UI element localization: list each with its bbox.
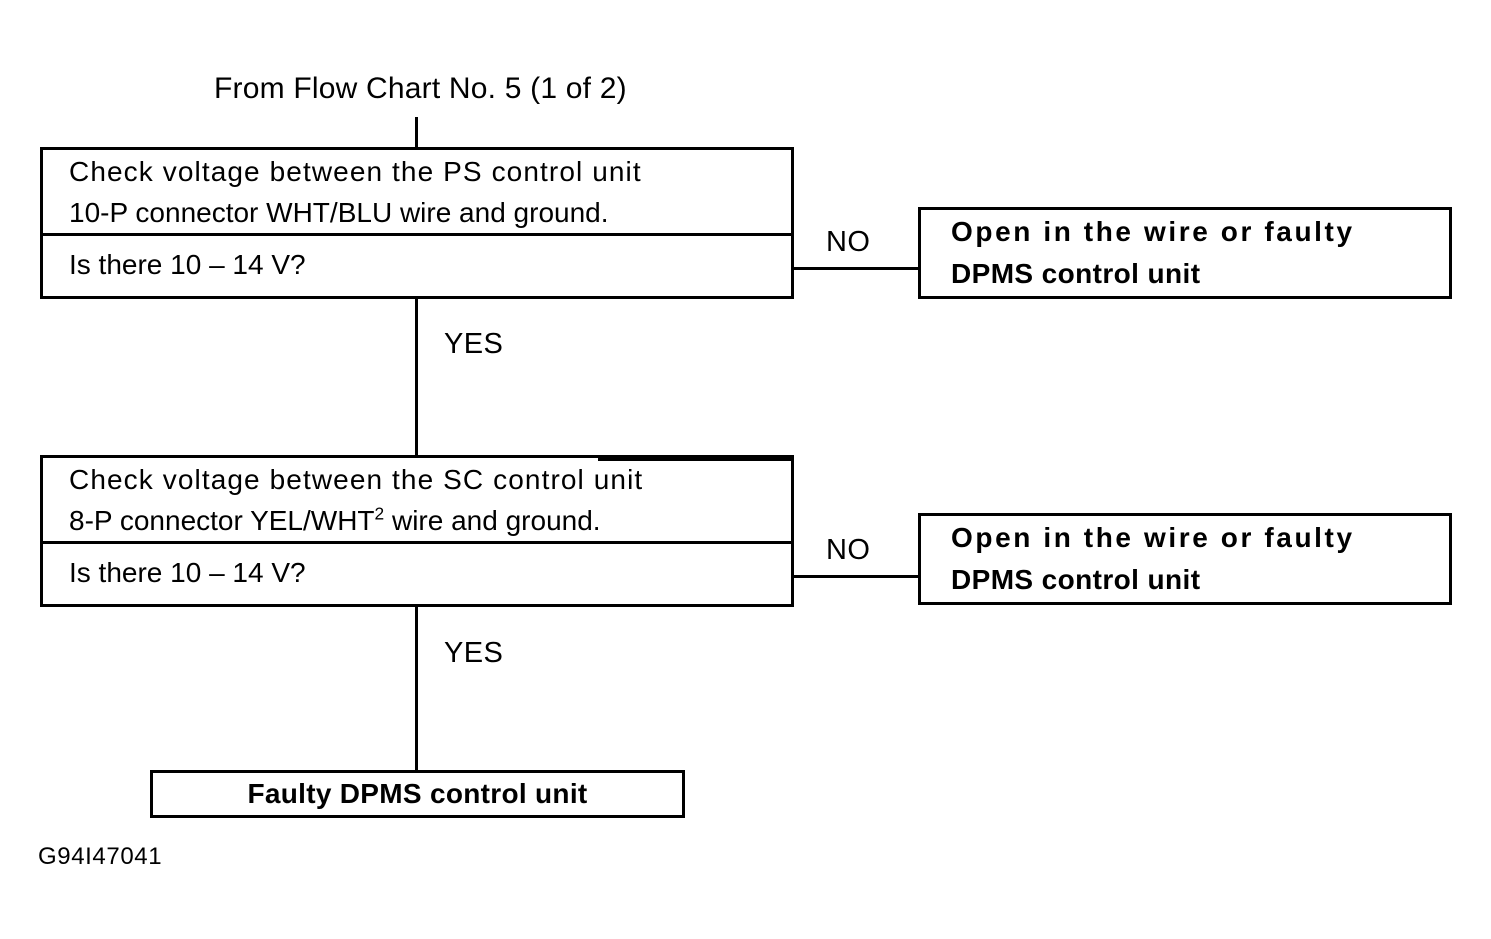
- decision-2-prompt-line-2-pre: 8-P connector YEL/WHT: [69, 504, 375, 536]
- outcome-2-line-1: Open in the wire or faulty: [951, 522, 1355, 553]
- decision-1-prompt: Check voltage between the PS control uni…: [43, 150, 791, 236]
- outcome-box-1: Open in the wire or faulty DPMS control …: [918, 207, 1452, 299]
- branch-label-no-2: NO: [826, 534, 871, 566]
- connector-decision-1-yes: [415, 299, 418, 455]
- decision-2-question: Is there 10 – 14 V?: [43, 544, 791, 601]
- connector-entry-to-decision-1: [415, 117, 418, 149]
- branch-label-yes-1: YES: [444, 328, 504, 360]
- decision-2-prompt-line-2-post: wire and ground.: [384, 504, 601, 536]
- decision-box-1: Check voltage between the PS control uni…: [40, 147, 794, 299]
- outcome-2-line-2: DPMS control unit: [951, 564, 1201, 595]
- decision-2-question-text: Is there 10 – 14 V?: [69, 557, 306, 588]
- branch-label-yes-2: YES: [444, 637, 504, 669]
- terminal-box-label: Faulty DPMS control unit: [247, 778, 588, 809]
- decision-box-2-top-edge-artifact: [598, 455, 794, 461]
- decision-1-question-text: Is there 10 – 14 V?: [69, 249, 306, 280]
- outcome-box-2: Open in the wire or faulty DPMS control …: [918, 513, 1452, 605]
- connector-decision-2-no: [791, 575, 921, 578]
- decision-2-prompt-line-2: 8-P connector YEL/WHT2 wire and ground.: [69, 500, 791, 541]
- decision-box-2: Check voltage between the SC control uni…: [40, 455, 794, 607]
- outcome-1-line-2: DPMS control unit: [951, 258, 1201, 289]
- decision-2-prompt-line-2-superscript: 2: [374, 503, 385, 524]
- connector-decision-1-no: [791, 267, 921, 270]
- entry-caption: From Flow Chart No. 5 (1 of 2): [214, 72, 627, 105]
- decision-1-question: Is there 10 – 14 V?: [43, 236, 791, 293]
- decision-1-prompt-line-1: Check voltage between the PS control uni…: [69, 155, 642, 187]
- branch-label-no-1: NO: [826, 226, 871, 258]
- decision-2-prompt: Check voltage between the SC control uni…: [43, 458, 791, 544]
- terminal-box-faulty-dpms: Faulty DPMS control unit: [150, 770, 685, 818]
- decision-2-prompt-line-1: Check voltage between the SC control uni…: [69, 463, 644, 495]
- connector-decision-2-yes: [415, 607, 418, 771]
- figure-id: G94I47041: [38, 843, 163, 870]
- outcome-1-line-1: Open in the wire or faulty: [951, 216, 1355, 247]
- decision-1-prompt-line-2: 10-P connector WHT/BLU wire and ground.: [69, 196, 609, 228]
